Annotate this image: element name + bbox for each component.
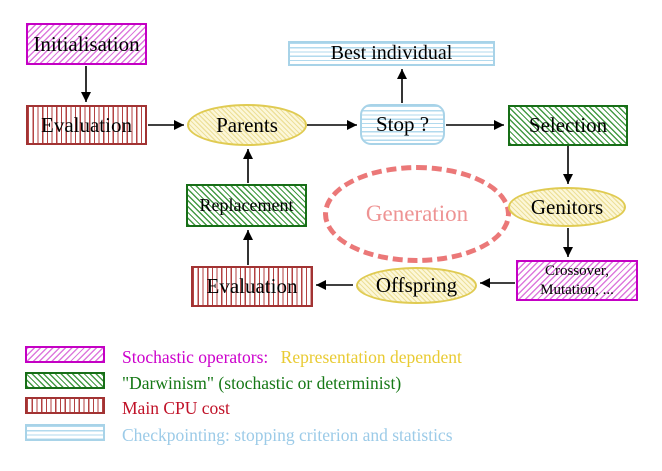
node-crossover-mutation: Crossover, Mutation, ... (516, 260, 638, 301)
node-offspring: Offspring (356, 267, 477, 304)
node-initialisation: Initialisation (26, 23, 147, 65)
node-replacement: Replacement (186, 184, 307, 227)
legend-text-cpu-cost: Main CPU cost (122, 398, 230, 418)
legend-swatch-cpu-cost (25, 397, 105, 414)
node-best-individual: Best individual (288, 41, 495, 66)
node-genitors: Genitors (508, 187, 626, 227)
legend-swatch-darwinism (25, 372, 105, 389)
legend-swatch-checkpointing (25, 424, 105, 441)
legend-swatch-stochastic-operators (25, 346, 105, 363)
crossover-line1: Crossover, (545, 262, 609, 279)
node-evaluation-bottom: Evaluation (191, 266, 313, 307)
node-selection: Selection (508, 105, 628, 146)
crossover-line2: Mutation, ... (540, 281, 614, 298)
generation-cycle-ellipse: Generation (323, 165, 511, 263)
node-evaluation-top: Evaluation (26, 105, 147, 145)
legend-text-checkpointing: Checkpointing: stopping criterion and st… (122, 425, 453, 445)
node-stop: Stop ? (360, 104, 445, 145)
legend-text-stochastic-operators: Stochastic operators: Representation dep… (122, 347, 462, 368)
stochastic-operators-label: Stochastic operators: (122, 347, 269, 367)
generation-label: Generation (365, 201, 469, 226)
legend-text-darwinism: "Darwinism" (stochastic or determinist) (122, 373, 402, 393)
representation-dependent-label: Representation dependent (280, 347, 462, 367)
node-parents: Parents (187, 104, 307, 146)
